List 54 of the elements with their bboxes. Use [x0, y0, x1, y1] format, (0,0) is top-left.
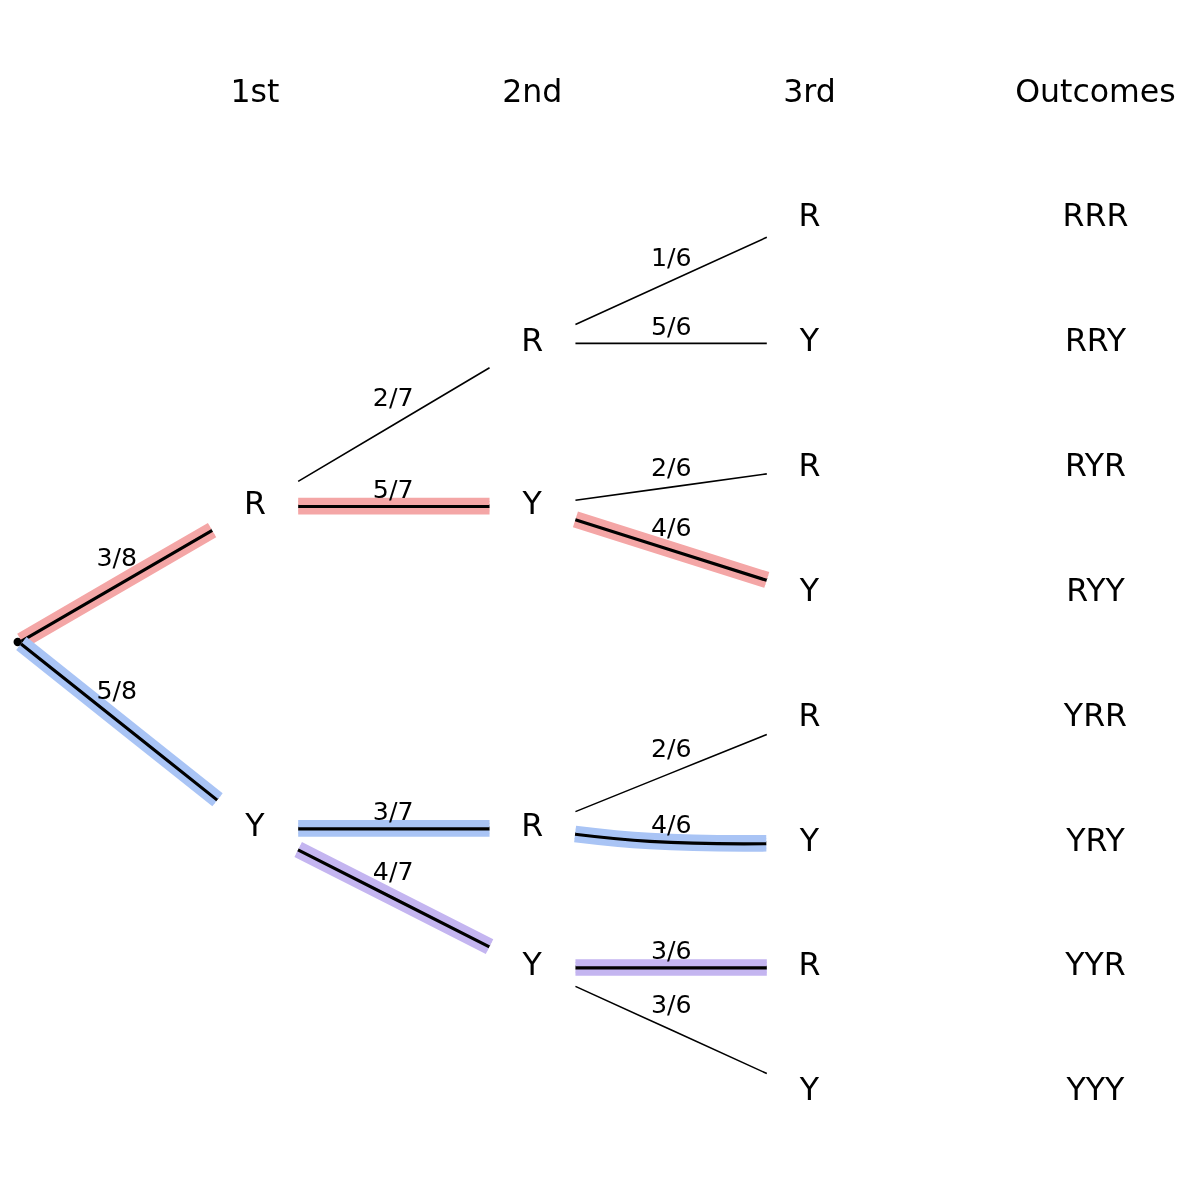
node-text: Y — [522, 946, 542, 983]
label: 1st — [230, 72, 280, 109]
connector — [574, 473, 768, 502]
node-text: R — [798, 946, 821, 983]
edge-label: 1/6 — [650, 242, 692, 272]
connector — [574, 733, 768, 813]
connector — [298, 497, 490, 515]
label: 3rd — [783, 72, 836, 109]
label: YYR — [1065, 946, 1126, 983]
edge-label: 5/7 — [372, 474, 414, 504]
node-text: Y — [799, 1071, 820, 1108]
edge-label: 3/6 — [650, 989, 692, 1019]
edge-label: 2/7 — [372, 383, 414, 413]
label: RYY — [1066, 571, 1125, 608]
edge-label: 4/6 — [650, 809, 692, 839]
label: 2nd — [502, 72, 563, 109]
label: RYR — [1064, 447, 1127, 484]
edge-label: 3/6 — [650, 936, 692, 966]
label: YRR — [1063, 696, 1128, 733]
edge-label: 2/6 — [650, 733, 692, 763]
edge-label: 3/8 — [96, 542, 138, 572]
node-text: R — [521, 322, 544, 359]
connector — [574, 342, 768, 345]
connector — [298, 820, 490, 837]
label: RRR — [1062, 197, 1129, 234]
edge-label: 3/7 — [372, 797, 414, 827]
node-text: Y — [799, 821, 820, 858]
edge-label: 4/6 — [650, 512, 692, 542]
node-text: R — [798, 197, 821, 234]
label: Outcomes — [1015, 72, 1176, 109]
node-point — [13, 637, 22, 647]
connector — [574, 985, 768, 1075]
node-text: R — [521, 807, 544, 844]
connector — [575, 959, 767, 976]
node-text: R — [798, 447, 821, 484]
label: RRY — [1064, 322, 1127, 359]
edge-label: 5/8 — [96, 675, 138, 705]
node-text: Y — [799, 571, 820, 608]
connector — [294, 842, 494, 954]
node-text: Y — [522, 485, 542, 522]
node-text: R — [243, 485, 266, 522]
edge-label: 5/6 — [650, 312, 692, 342]
node-text: R — [798, 696, 821, 733]
node-text: Y — [245, 807, 265, 844]
edge-label: 2/6 — [650, 452, 692, 482]
connector — [297, 367, 491, 483]
label: YYY — [1066, 1071, 1125, 1108]
connector — [572, 511, 770, 588]
label: YRY — [1066, 821, 1125, 858]
connector — [574, 825, 767, 852]
node-text: Y — [799, 322, 820, 359]
edge-label: 4/7 — [372, 857, 414, 887]
connector — [574, 236, 768, 326]
connector — [16, 637, 223, 807]
